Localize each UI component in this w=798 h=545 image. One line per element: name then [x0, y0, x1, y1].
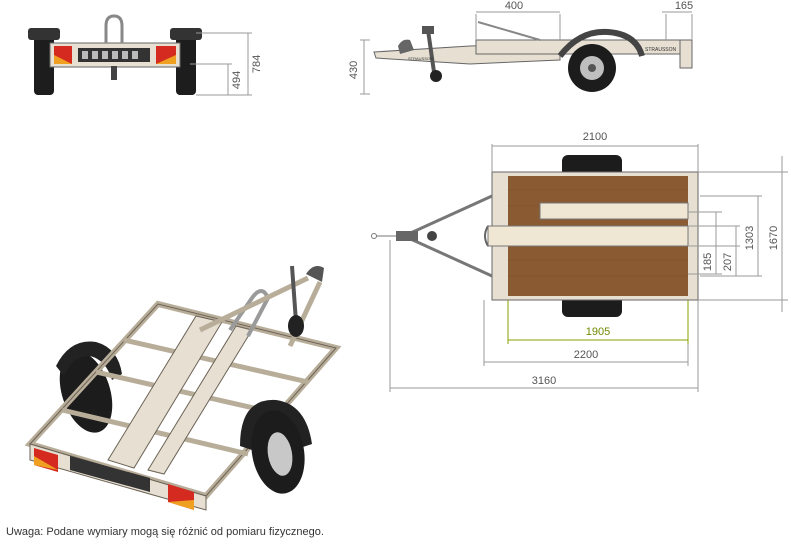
- side-jockey-wheel: [430, 70, 442, 82]
- top-rail-main: [487, 225, 689, 247]
- top-view: 2100 1905 2200 3160 185 207 1303 1670: [371, 131, 788, 392]
- rear-view: 494 784: [28, 14, 263, 96]
- top-width-1303-dim: 1303: [744, 226, 756, 250]
- iso-left-fender: [56, 341, 122, 380]
- rear-left-tyre: [34, 33, 54, 95]
- top-rail-207-dim: 207: [722, 253, 734, 271]
- side-rear-overhang-dim: 165: [675, 0, 693, 12]
- top-width-2100-dim: 2100: [583, 131, 607, 143]
- side-view: STRAUSSON STRAUSSON 430 400 165: [348, 0, 693, 95]
- rear-inner-height-dim: 494: [231, 71, 243, 89]
- iso-plate-holder: [70, 456, 150, 492]
- top-platform-length-dim: 2200: [574, 349, 598, 361]
- top-total-length-dim: 3160: [532, 375, 556, 387]
- top-coupling: [396, 231, 418, 241]
- rear-wheel-guide: [104, 14, 124, 43]
- side-coupling-height-dim: 430: [348, 61, 360, 79]
- side-brand-label: STRAUSSON: [645, 47, 677, 53]
- top-loading-length-dim: 1905: [586, 326, 610, 338]
- rear-right-tyre: [176, 33, 196, 95]
- rear-right-fender: [170, 28, 202, 40]
- iso-right-fender: [240, 399, 312, 450]
- iso-coupling: [306, 266, 324, 282]
- isometric-view: [24, 265, 342, 511]
- rear-left-fender: [28, 28, 60, 40]
- top-rail-185-dim: 185: [702, 253, 714, 271]
- side-coupling: [398, 39, 414, 54]
- disclaimer-note: Uwaga: Podane wymiary mogą się różnić od…: [6, 526, 324, 538]
- side-fender: [557, 28, 645, 58]
- side-brand-label-2: STRAUSSON: [408, 56, 433, 61]
- iso-jockey-wheel: [288, 315, 304, 337]
- top-width-1670-dim: 1670: [768, 226, 780, 250]
- rear-total-height-dim: 784: [251, 55, 263, 73]
- side-front-offset-dim: 400: [505, 0, 523, 12]
- top-rail-upper: [539, 202, 689, 220]
